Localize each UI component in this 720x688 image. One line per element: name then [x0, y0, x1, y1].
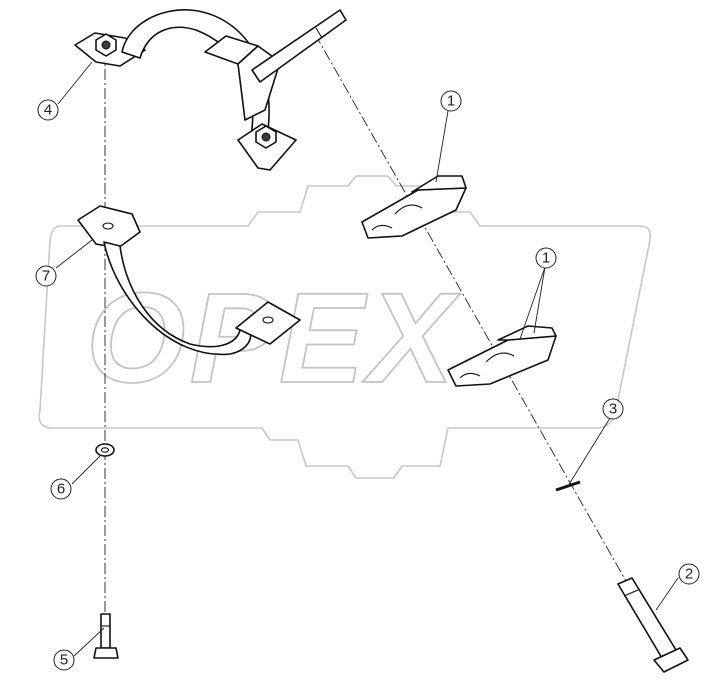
leader-3	[567, 417, 611, 487]
leader-lines	[55, 61, 679, 657]
callout-6: 6	[50, 478, 72, 500]
assembly-axes	[104, 33, 669, 656]
long-hex-bolt-shank	[617, 577, 677, 659]
callout-3: 3	[602, 398, 624, 420]
short-hex-bolt-head	[93, 647, 119, 659]
insert-block-upper-body	[361, 187, 467, 239]
diagonal-bolt-axis	[314, 33, 669, 656]
callout-7: 7	[35, 265, 57, 287]
short-hex-bolt-shank	[100, 613, 111, 649]
callout-2: 2	[678, 563, 700, 585]
small-washer-body	[95, 443, 115, 457]
long-hex-bolt-head	[653, 647, 689, 673]
small-washer	[95, 443, 115, 457]
callout-1a: 1	[440, 90, 462, 112]
callout-5-label: 5	[60, 652, 68, 669]
callout-1a-label: 1	[447, 93, 455, 110]
insert-block-upper-top	[411, 175, 467, 193]
short-hex-bolt	[93, 613, 119, 659]
callout-7-label: 7	[42, 268, 50, 285]
leader-6	[71, 455, 101, 485]
leader-1b-2	[519, 266, 546, 340]
leader-7	[55, 239, 93, 269]
callout-6-label: 6	[57, 481, 65, 498]
leader-5	[73, 627, 105, 657]
long-hex-bolt	[617, 577, 689, 673]
watermark-gear-outline	[38, 175, 652, 479]
callout-1b: 1	[535, 247, 557, 269]
insert-block-lower	[447, 325, 557, 387]
callout-4-label: 4	[44, 102, 52, 119]
callout-5: 5	[53, 649, 75, 671]
leader-2	[655, 577, 679, 611]
callout-3-label: 3	[609, 401, 617, 418]
callout-4: 4	[37, 99, 59, 121]
insert-block-upper	[361, 175, 467, 239]
leader-1b-1	[533, 266, 546, 334]
leader-4	[57, 61, 93, 105]
upper-clamp-half	[74, 9, 347, 171]
insert-block-lower-body	[447, 335, 557, 387]
insert-block-lower-top	[497, 325, 557, 341]
leader-1a	[435, 110, 449, 183]
callout-1b-label: 1	[542, 250, 550, 267]
callout-2-label: 2	[685, 566, 693, 583]
upper-clamp-rod	[251, 9, 347, 83]
lower-clamp-left-flange	[77, 205, 141, 249]
lower-clamp-half	[77, 205, 301, 356]
